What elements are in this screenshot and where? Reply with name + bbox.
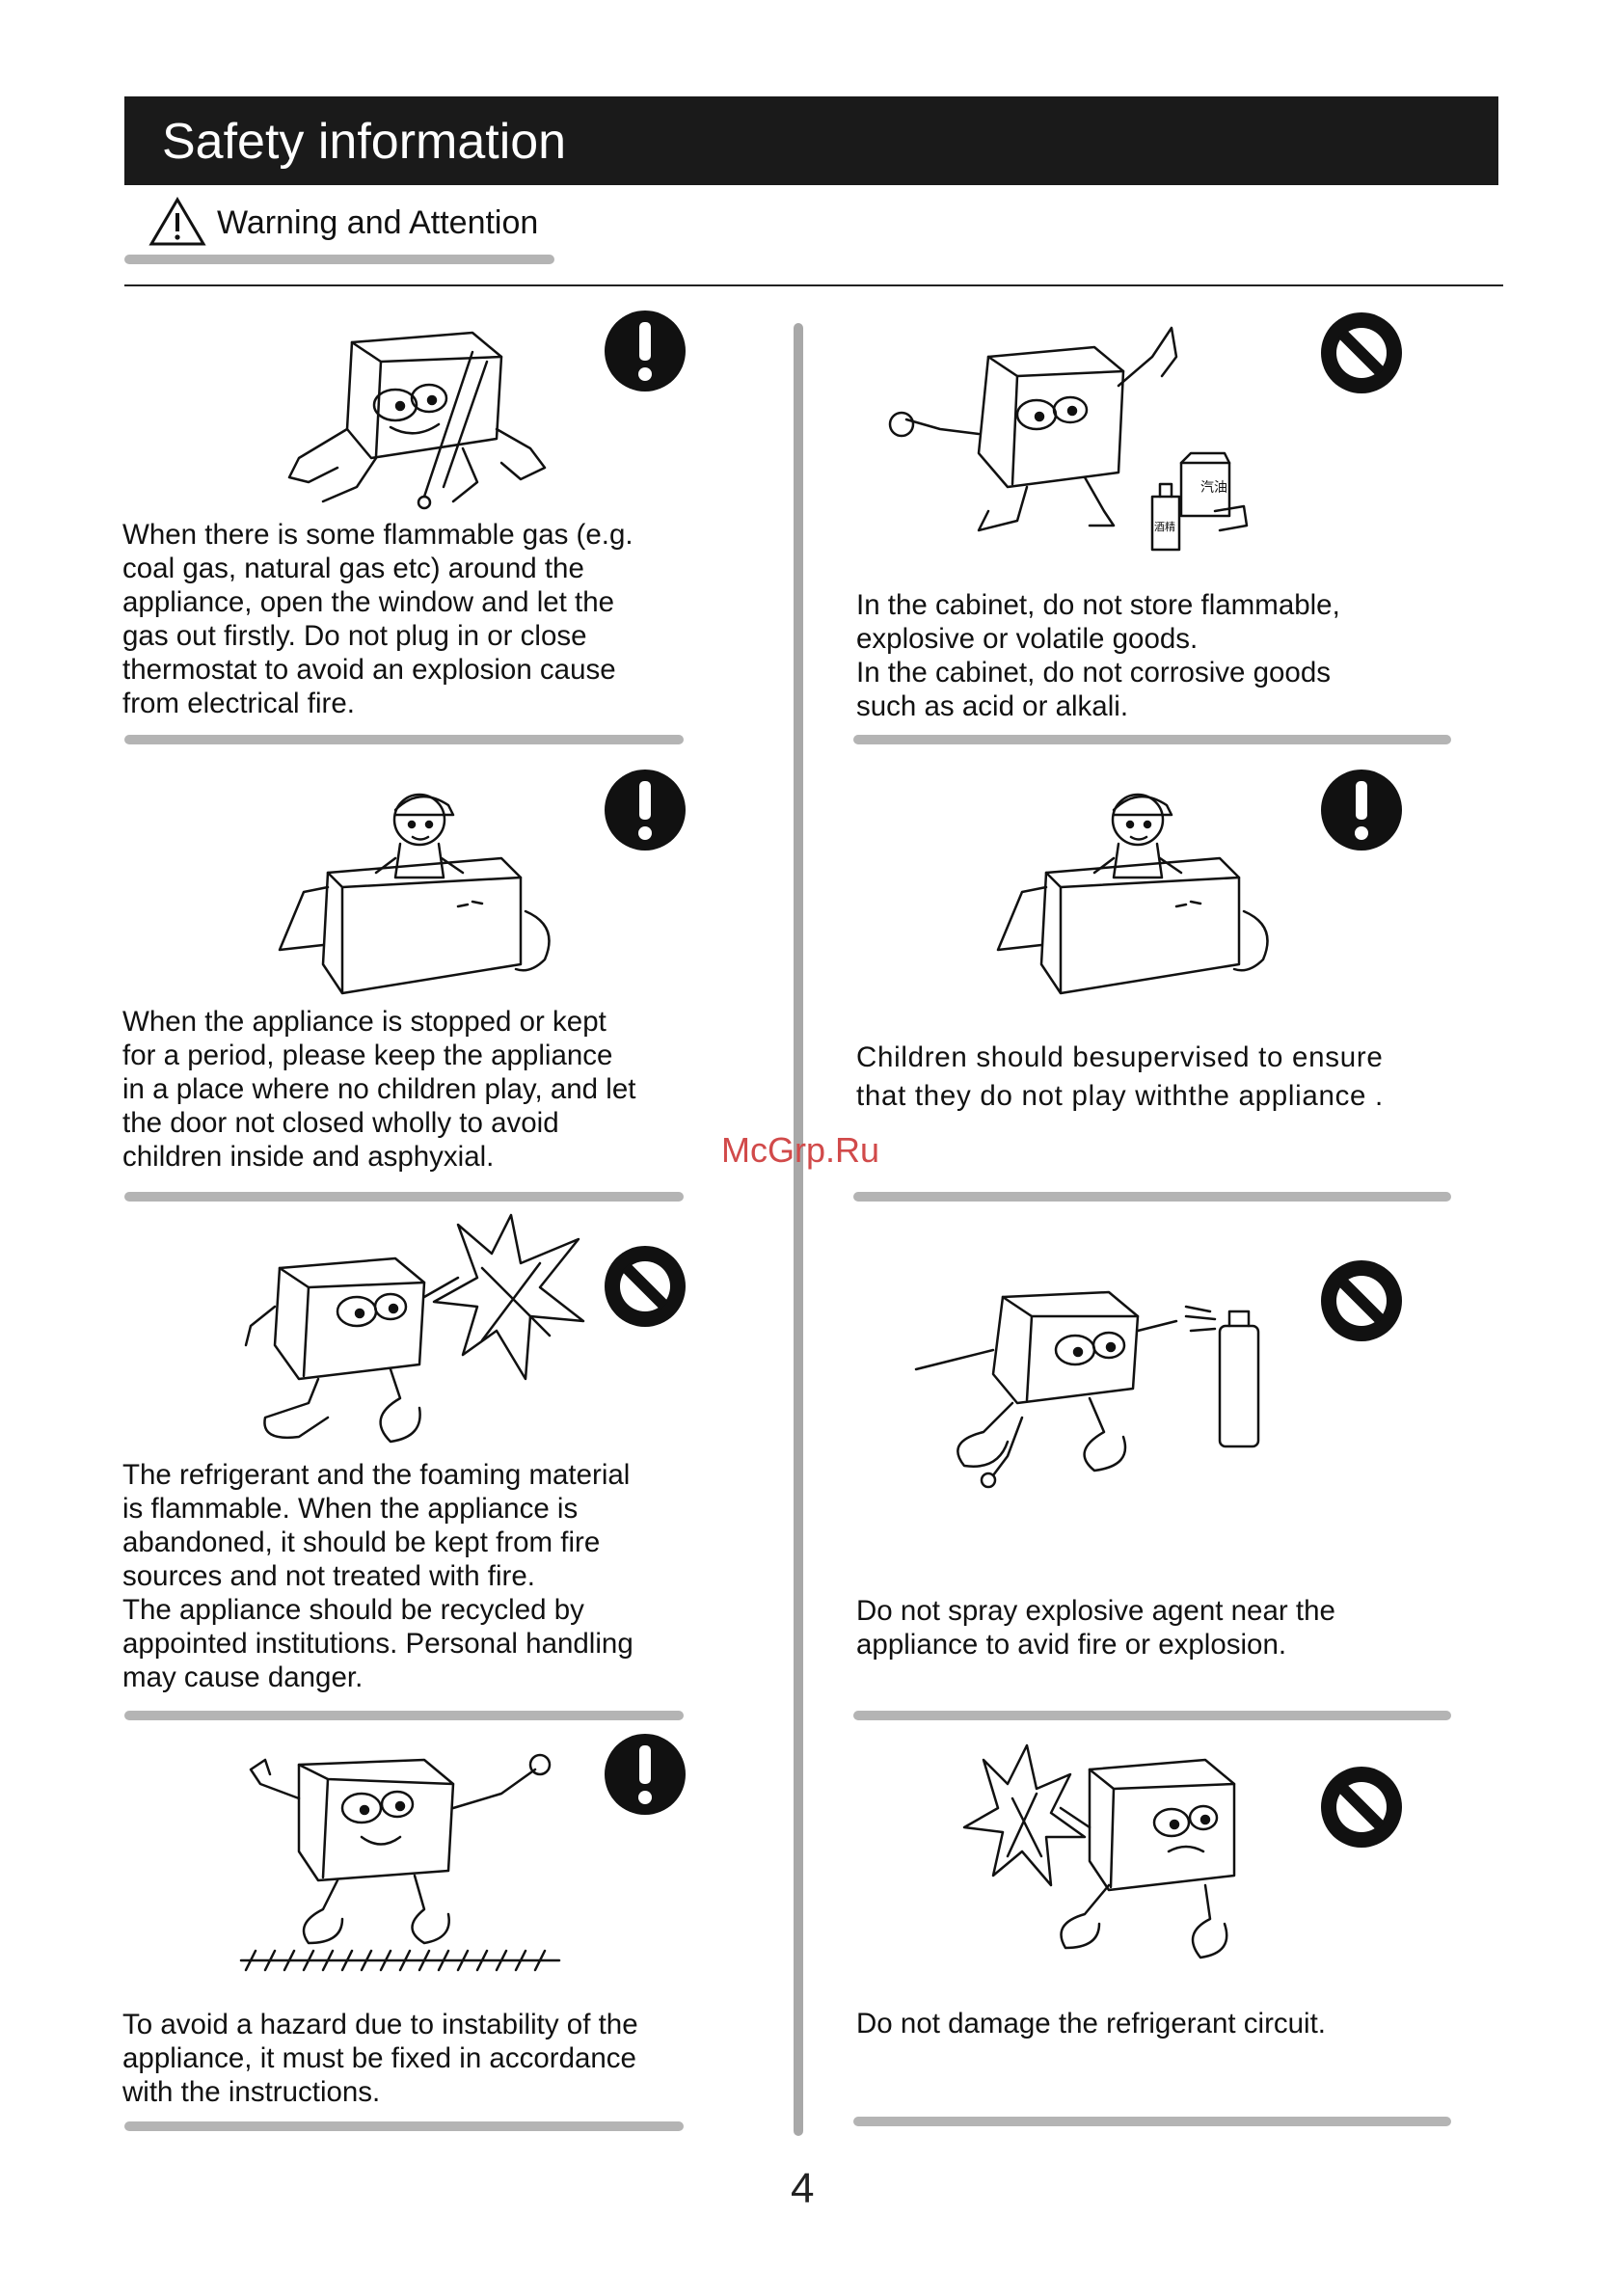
page-title: Safety information [162,114,567,170]
page-number: 4 [791,2165,815,2212]
alcohol-label: 酒精 [1154,521,1175,533]
section-text: Children should besupervised to ensure t… [856,1041,1384,1112]
title-bar [124,96,1498,185]
watermark: McGrp.Ru [721,1130,880,1170]
column-divider [794,323,803,2136]
prohibition-icon [1321,1260,1402,1341]
child-in-freezer-illustration [278,793,551,995]
fridge-gas-leak-illustration [287,331,547,510]
section-separator [853,735,1451,744]
section-text: When the appliance is stopped or kept fo… [122,1006,636,1173]
exclamation-icon [605,770,686,851]
section-text: Do not spray explosive agent near the ap… [856,1595,1335,1661]
exclamation-icon [605,311,686,392]
section-text: In the cabinet, do not store flammable, … [856,589,1340,722]
warning-triangle-icon [148,197,206,246]
gasoline-label: 汽油 [1200,480,1227,496]
fridge-fire-illustration [244,1213,585,1444]
section-separator [124,1711,684,1720]
section-text: The refrigerant and the foaming material… [122,1459,633,1693]
section-separator [853,1711,1451,1720]
section-separator [853,2117,1451,2126]
fridge-stable-footing-illustration [239,1753,561,1972]
prohibition-icon [1321,312,1402,393]
fridge-damage-circuit-illustration [962,1743,1236,1959]
prohibition-icon [1321,1767,1402,1848]
horizontal-rule [124,284,1503,286]
section-separator [124,735,684,744]
section-separator [124,2121,684,2131]
section-text: When there is some flammable gas (e.g. c… [122,519,633,719]
section-text: To avoid a hazard due to instability of … [122,2009,638,2108]
section-separator [853,1192,1451,1202]
child-in-freezer-illustration [996,793,1269,995]
section-text: Do not damage the refrigerant circuit. [856,2008,1326,2039]
cabinet-flammable-goods-illustration: 汽油 酒精 [888,326,1249,552]
section-subtitle: Warning and Attention [217,204,539,241]
exclamation-icon [605,1734,686,1815]
fridge-spray-can-illustration [914,1290,1260,1489]
section-separator [124,1192,684,1202]
prohibition-icon [605,1246,686,1327]
exclamation-icon [1321,770,1402,851]
subtitle-underline [124,255,554,264]
